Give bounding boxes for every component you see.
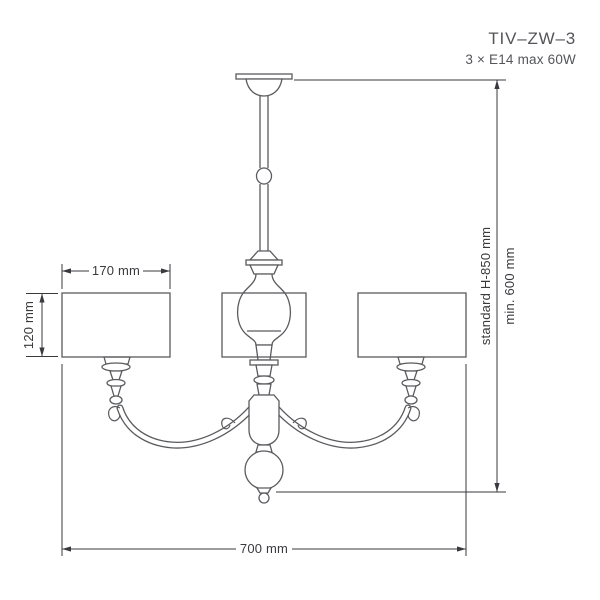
right-lampshade [357, 292, 467, 358]
right-arm-scroll [292, 417, 307, 430]
left-arm-tip-curl [108, 405, 121, 422]
column-lower-moldings [249, 344, 279, 396]
arrow-up-icon [39, 293, 45, 303]
suspension-rod [255, 96, 273, 251]
dim-shade-height-label: 120 mm [21, 301, 36, 349]
chandelier-figure [61, 73, 467, 504]
dim-overall-width-label: 700 mm [240, 541, 288, 556]
rod-ball [255, 167, 273, 185]
right-arm [273, 404, 420, 449]
dim-shade-width: 170 mm [61, 263, 171, 289]
title-block: TIV–ZW–3 3 × E14 max 60W [465, 28, 576, 69]
arrow-down-icon [39, 347, 45, 357]
left-candle-holder [101, 356, 131, 405]
dim-shade-height: 120 mm [21, 293, 58, 357]
arrow-left-icon [62, 546, 71, 552]
product-model-code: TIV–ZW–3 [488, 29, 576, 48]
center-lampshade [221, 292, 307, 358]
lampshades [61, 292, 467, 358]
finial-drop-ball [258, 492, 270, 504]
column-capital [245, 250, 283, 275]
right-arm-tip-curl [407, 405, 420, 422]
dim-height-min-label: min. 600 mm [502, 247, 517, 324]
dimension-annotations: 170 mm 120 mm standard H-850 mm min. 600… [21, 79, 517, 556]
left-arm-scroll [221, 417, 236, 430]
arrow-left-icon [62, 268, 71, 274]
left-arm [108, 404, 255, 449]
finial-ball [244, 450, 284, 490]
dim-height-standard-label: standard H-850 mm [478, 227, 493, 345]
product-lamp-spec: 3 × E14 max 60W [465, 52, 576, 68]
dim-shade-width-label: 170 mm [92, 263, 140, 278]
ceiling-canopy [235, 73, 293, 97]
arrow-down-icon [494, 483, 500, 492]
arm-hub [248, 394, 280, 446]
dim-overall-height: standard H-850 mm min. 600 mm [276, 79, 517, 493]
arrow-right-icon [457, 546, 466, 552]
arrow-right-icon [161, 268, 170, 274]
left-lampshade [61, 292, 171, 358]
right-candle-holder [396, 356, 426, 405]
dim-overall-width: 700 mm [61, 364, 467, 556]
arrow-up-icon [494, 80, 500, 89]
bottom-finial [244, 444, 284, 504]
canopy-plate [235, 73, 293, 80]
canopy-dome [245, 78, 283, 97]
baluster-vase [236, 273, 292, 346]
